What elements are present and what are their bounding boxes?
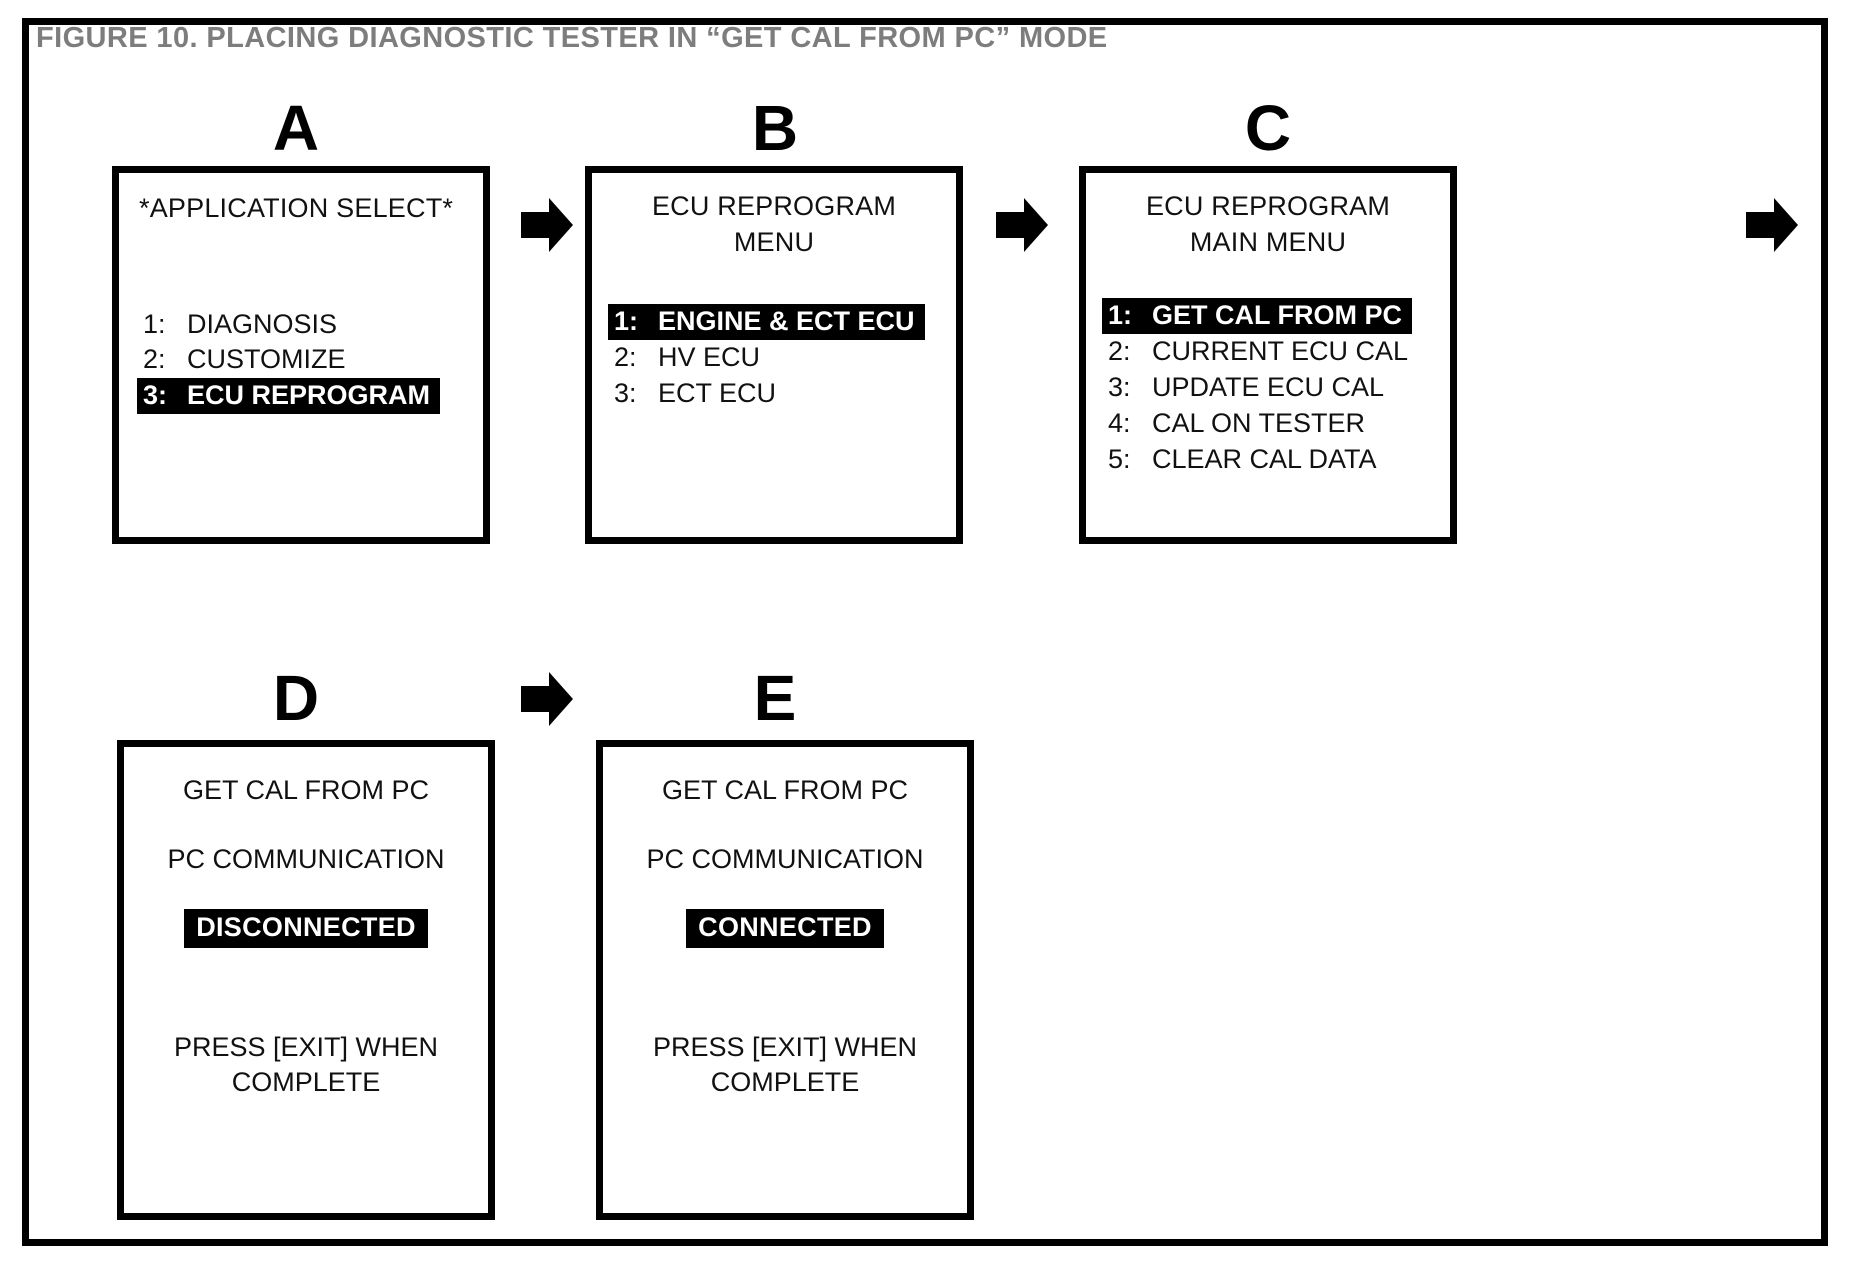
status-badge-connected: CONNECTED (686, 909, 884, 948)
menu-item-current-ecu-cal[interactable]: 2: CURRENT ECU CAL (1108, 334, 1408, 370)
menu-item-label: ECU REPROGRAM (187, 380, 431, 411)
screen-d-line1: GET CAL FROM PC (182, 775, 430, 805)
screen-panel-b: ECU REPROGRAM MENU 1: ENGINE & ECT ECU 2… (585, 166, 963, 544)
menu-item-update-ecu-cal[interactable]: 3: UPDATE ECU CAL (1108, 370, 1384, 406)
screen-panel-e: GET CAL FROM PC PC COMMUNICATION CONNECT… (596, 740, 974, 1220)
arrow-c-to-next-icon (1746, 196, 1798, 254)
arrow-a-to-b-icon (521, 196, 573, 254)
menu-item-ect-ecu[interactable]: 3: ECT ECU (614, 376, 776, 412)
screen-b-title-line2: MENU (733, 226, 815, 257)
screen-a-title: *APPLICATION SELECT* (139, 193, 454, 223)
menu-item-diagnosis[interactable]: 1: DIAGNOSIS (143, 307, 337, 343)
status-badge-disconnected: DISCONNECTED (184, 909, 428, 948)
panel-letter-d: D (272, 662, 320, 734)
menu-item-label: UPDATE ECU CAL (1152, 371, 1385, 402)
menu-item-clear-cal-data[interactable]: 5: CLEAR CAL DATA (1108, 442, 1377, 478)
panel-letter-a: A (272, 92, 320, 164)
screen-e-footer-line2: COMPLETE (710, 1066, 860, 1097)
menu-list-a: 1: DIAGNOSIS 2: CUSTOMIZE 3: ECU REPROGR… (137, 307, 483, 415)
screen-e-line2: PC COMMUNICATION (646, 844, 924, 874)
screen-d-footer-line2: COMPLETE (231, 1066, 381, 1097)
screen-panel-a: *APPLICATION SELECT* 1: DIAGNOSIS 2: CUS… (112, 166, 490, 544)
screen-panel-c: ECU REPROGRAM MAIN MENU 1: GET CAL FROM … (1079, 166, 1457, 544)
menu-item-label: GET CAL FROM PC (1152, 300, 1403, 331)
menu-item-index: 1: (1108, 300, 1133, 331)
panel-letter-c: C (1244, 92, 1292, 164)
screen-d-footer-line1: PRESS [EXIT] WHEN (173, 1032, 439, 1062)
screen-e-footer-line1: PRESS [EXIT] WHEN (652, 1032, 918, 1062)
screen-panel-d: GET CAL FROM PC PC COMMUNICATION DISCONN… (117, 740, 495, 1220)
menu-item-label: CAL ON TESTER (1152, 407, 1366, 438)
menu-item-label: ENGINE & ECT ECU (658, 306, 915, 337)
menu-item-index: 3: (143, 380, 168, 411)
menu-item-index: 2: (1108, 336, 1131, 367)
menu-item-index: 1: (614, 306, 639, 337)
menu-item-ecu-reprogram[interactable]: 3: ECU REPROGRAM (137, 378, 441, 415)
menu-item-index: 3: (1108, 371, 1131, 402)
screen-e-status-wrap: CONNECTED (603, 909, 967, 948)
panel-letter-b: B (751, 92, 799, 164)
figure-title: FIGURE 10. PLACING DIAGNOSTIC TESTER IN … (36, 22, 1108, 54)
menu-item-index: 2: (143, 344, 166, 375)
menu-item-cal-on-tester[interactable]: 4: CAL ON TESTER (1108, 406, 1365, 442)
menu-item-hv-ecu[interactable]: 2: HV ECU (614, 340, 760, 376)
menu-item-label: CLEAR CAL DATA (1152, 443, 1377, 474)
menu-item-customize[interactable]: 2: CUSTOMIZE (143, 342, 346, 378)
menu-item-index: 5: (1108, 443, 1131, 474)
screen-b-title-line1: ECU REPROGRAM (651, 191, 897, 221)
menu-item-get-cal-from-pc[interactable]: 1: GET CAL FROM PC (1102, 298, 1413, 335)
menu-item-index: 2: (614, 342, 637, 373)
menu-item-engine-and-ect-ecu[interactable]: 1: ENGINE & ECT ECU (608, 304, 925, 341)
screen-d-line2: PC COMMUNICATION (167, 844, 445, 874)
menu-item-label: ECT ECU (658, 377, 777, 408)
panel-letter-e: E (753, 662, 797, 734)
screen-d-status-wrap: DISCONNECTED (124, 909, 488, 948)
menu-item-label: CURRENT ECU CAL (1152, 336, 1409, 367)
screen-c-title-line2: MAIN MENU (1189, 226, 1347, 257)
menu-item-index: 4: (1108, 407, 1131, 438)
screen-e-line1: GET CAL FROM PC (661, 775, 909, 805)
menu-list-b: 1: ENGINE & ECT ECU 2: HV ECU 3: ECT ECU (608, 304, 956, 412)
arrow-b-to-c-icon (996, 196, 1048, 254)
menu-item-label: DIAGNOSIS (187, 308, 338, 339)
menu-item-label: CUSTOMIZE (187, 344, 346, 375)
menu-item-label: HV ECU (658, 342, 761, 373)
menu-list-c: 1: GET CAL FROM PC 2: CURRENT ECU CAL 3:… (1102, 298, 1450, 478)
arrow-d-to-e-icon (521, 670, 573, 728)
menu-item-index: 1: (143, 308, 166, 339)
menu-item-index: 3: (614, 377, 637, 408)
screen-c-title-line1: ECU REPROGRAM (1145, 191, 1391, 221)
